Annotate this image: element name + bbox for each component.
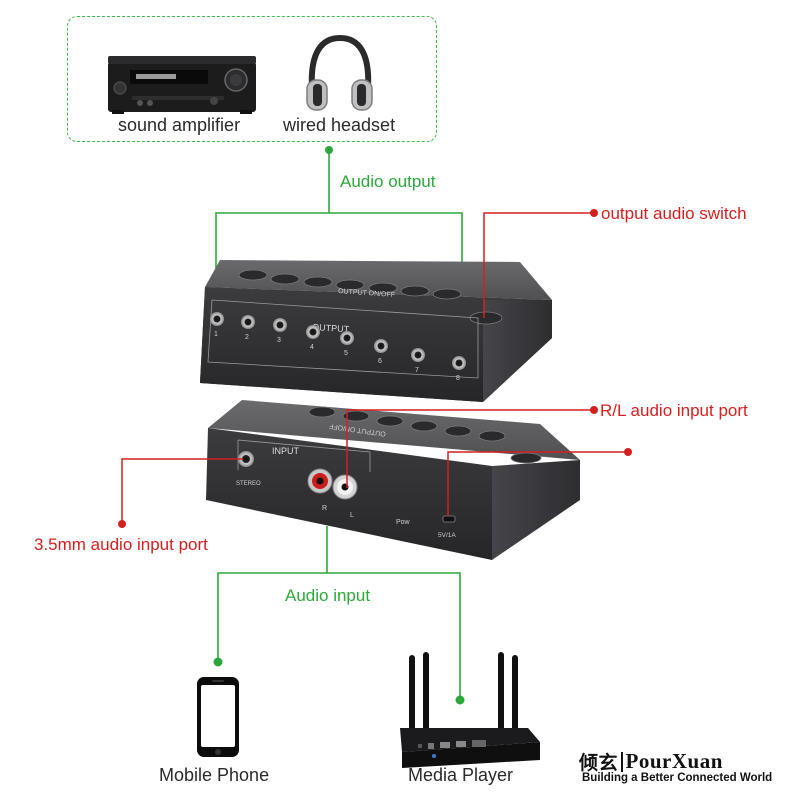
brand-tagline: Building a Better Connected World (582, 772, 773, 784)
brand-name: PourXuan (625, 749, 723, 773)
pow-label: Pow (396, 519, 411, 526)
red-callout-lines (121, 212, 628, 524)
red-dots (118, 209, 632, 528)
output-devices-box (67, 16, 437, 142)
brand-logo: 倾玄 PourXuan Building a Better Connected … (579, 748, 779, 788)
green-dots (213, 146, 465, 705)
splitter-output-device: OUTPUT ON/OFF OUTPUT 1 2 3 4 5 6 7 8 (200, 260, 552, 402)
port-number-6: 6 (378, 358, 382, 365)
mm-audio-input-port-label: 3.5mm audio input port (34, 535, 208, 554)
rca-r-label: R (322, 505, 327, 512)
output-audio-switch-label: output audio switch (601, 204, 747, 223)
wired-headset-image (306, 34, 373, 111)
sound-amplifier-label: sound amplifier (118, 115, 241, 135)
audio-input-label: Audio input (285, 586, 371, 605)
port-number-5: 5 (344, 350, 348, 357)
port-number-8: 8 (456, 375, 460, 382)
sound-amplifier-image (108, 56, 256, 114)
rl-audio-input-port-label: R/L audio input port (600, 401, 748, 420)
rca-l-label: L (350, 512, 354, 519)
port-number-2: 2 (245, 334, 249, 341)
output-jacks (210, 312, 466, 370)
stereo-label: STEREO (236, 481, 261, 487)
media-player-image (400, 652, 540, 768)
mobile-phone-label: Mobile Phone (159, 765, 270, 785)
power-port (442, 515, 456, 523)
power-label: 5V/1A (438, 532, 456, 539)
audio-output-label: Audio output (340, 172, 436, 191)
port-number-3: 3 (277, 337, 281, 344)
top-switch-panel-label: OUTPUT ON/OFF (338, 288, 395, 299)
output-panel-label: OUTPUT (312, 322, 350, 334)
splitter-input-device: OUTPUT ON/OFF INPUT STEREO R L Pow 5V/1A (206, 400, 580, 560)
port-number-4: 4 (310, 344, 314, 351)
wired-headset-label: wired headset (283, 115, 396, 135)
port-number-1: 1 (214, 331, 218, 338)
brand-divider (621, 751, 623, 772)
mobile-phone-image (197, 677, 239, 757)
media-player-label: Media Player (408, 765, 514, 785)
brand-chinese-name: 倾玄 (579, 753, 619, 774)
stereo-jack (238, 451, 254, 467)
port-number-7: 7 (415, 367, 419, 374)
input-panel-label: INPUT (272, 446, 300, 456)
